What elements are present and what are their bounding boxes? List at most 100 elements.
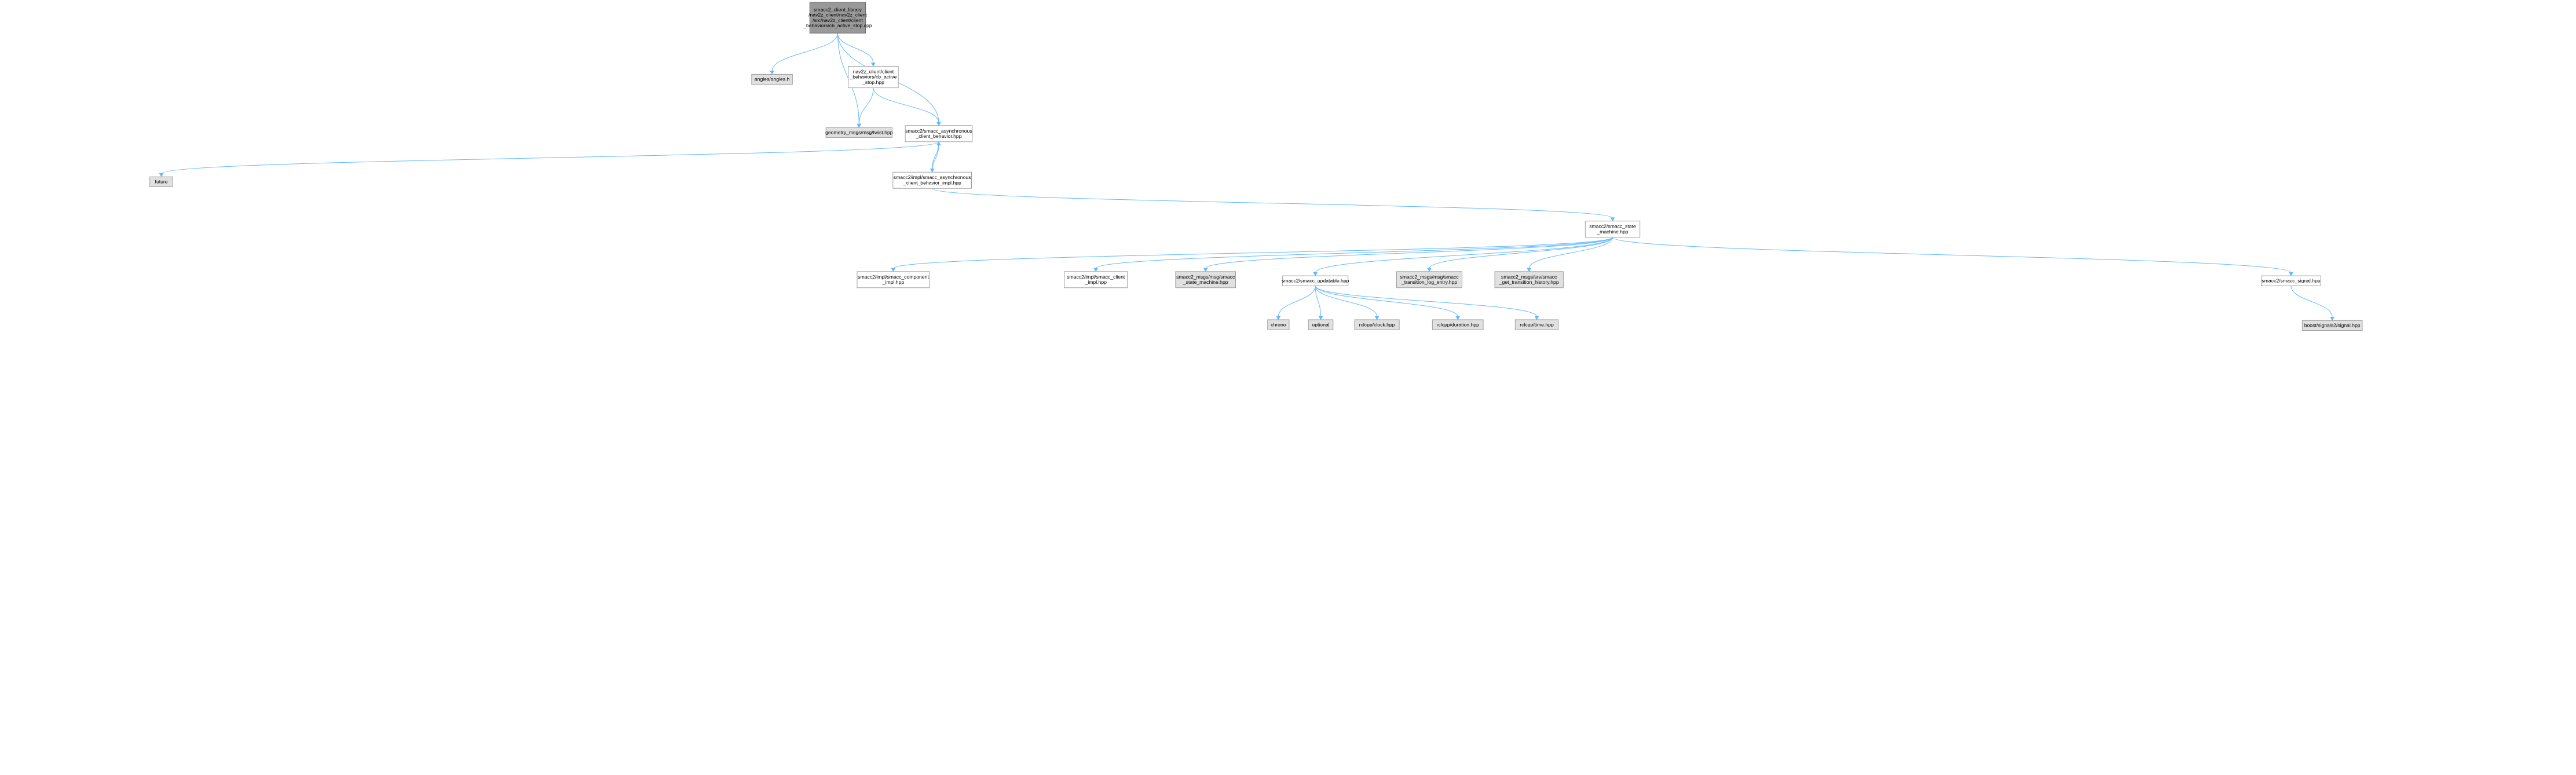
edge-arrowhead xyxy=(1534,316,1539,320)
graph-edge-statemachine-msgtranslog xyxy=(1427,237,1613,272)
graph-edge-updatable-rclduration xyxy=(1315,286,1461,320)
graph-node-boostsignal[interactable]: boost/signals2/signal.hpp xyxy=(2301,320,2363,331)
edge-arrowhead xyxy=(2330,316,2335,321)
edge-arrowhead xyxy=(871,63,876,67)
graph-edge-statemachine-signal xyxy=(1612,237,2293,276)
node-label-line: smacc2/smacc_updatable.hpp xyxy=(1282,277,1349,283)
node-box xyxy=(809,2,866,34)
edge-line xyxy=(2290,286,2333,317)
graph-edge-updatable-rclclock xyxy=(1315,286,1380,320)
graph-node-asyncimpl[interactable]: smacc2/impl/smacc_asynchronous_client_be… xyxy=(892,171,972,189)
node-box xyxy=(892,171,972,189)
graph-edge-statemachine-clientimpl xyxy=(1093,237,1613,272)
edge-arrowhead xyxy=(770,71,774,75)
graph-edge-cbactivestop-twist xyxy=(857,87,874,128)
graph-edge-root-cbactivestop xyxy=(837,33,876,67)
edge-arrowhead xyxy=(936,141,941,146)
node-label-line: _impl.hpp xyxy=(882,279,905,285)
node-label-line: angles/angles.h xyxy=(755,76,790,82)
graph-node-signal[interactable]: smacc2/smacc_signal.hpp xyxy=(2261,275,2321,286)
edge-line xyxy=(858,87,874,125)
edge-arrowhead xyxy=(1318,316,1323,320)
graph-node-twist[interactable]: geometry_msgs/msg/twist.hpp xyxy=(825,127,893,138)
graph-node-msgtranslog[interactable]: smacc2_msgs/msg/smacc_transition_log_ent… xyxy=(1396,271,1462,288)
node-label-line: smacc2/smacc_state xyxy=(1589,224,1636,229)
node-box xyxy=(751,74,793,85)
node-box xyxy=(1064,271,1128,288)
node-label-line: future xyxy=(155,179,168,185)
node-box xyxy=(2261,275,2321,286)
graph-edge-root-angles xyxy=(770,33,838,75)
graph-node-angles[interactable]: angles/angles.h xyxy=(751,74,793,85)
graph-node-clientimpl[interactable]: smacc2/impl/smacc_client_impl.hpp xyxy=(1064,271,1128,288)
edge-arrowhead xyxy=(891,268,896,272)
graph-node-updatable[interactable]: smacc2/smacc_updatable.hpp xyxy=(1282,275,1349,286)
edge-arrowhead xyxy=(1374,316,1380,320)
graph-node-optional[interactable]: optional xyxy=(1308,319,1334,330)
edge-layer xyxy=(159,33,2335,321)
graph-node-chrono[interactable]: chrono xyxy=(1267,319,1290,330)
node-label-line: smacc2/impl/smacc_component xyxy=(858,274,929,280)
edge-arrowhead xyxy=(1427,268,1432,272)
edge-line xyxy=(1612,237,2292,273)
node-box xyxy=(1354,319,1400,330)
edge-line xyxy=(1278,286,1316,317)
graph-node-rcltime[interactable]: rclcpp/time.hpp xyxy=(1514,319,1559,330)
node-box xyxy=(1585,221,1641,238)
node-box xyxy=(1396,271,1462,288)
node-box xyxy=(1267,319,1290,330)
edge-line xyxy=(1315,237,1613,273)
graph-edge-cbactivestop-async xyxy=(873,87,941,126)
graph-edge-statemachine-componentimpl xyxy=(891,237,1613,272)
graph-node-cbactivestop[interactable]: nav2z_client/client_behaviors/cb_active_… xyxy=(848,65,899,89)
edge-arrowhead xyxy=(857,123,862,128)
node-box xyxy=(1282,275,1349,286)
edge-arrowhead xyxy=(1093,268,1099,272)
node-label-line: _transition_log_entry.hpp xyxy=(1401,279,1457,285)
edge-line xyxy=(1315,286,1538,317)
edge-arrowhead xyxy=(2289,272,2293,276)
edge-line xyxy=(1095,237,1613,269)
node-label-line: smacc2/impl/smacc_asynchronous xyxy=(894,174,971,180)
node-label-line: /nav2z_client/nav2z_client xyxy=(808,12,867,18)
graph-node-componentimpl[interactable]: smacc2/impl/smacc_component_impl.hpp xyxy=(857,271,930,288)
node-box xyxy=(905,125,973,142)
edge-arrowhead xyxy=(1203,268,1208,272)
edge-line xyxy=(873,87,939,123)
node-box xyxy=(1514,319,1559,330)
node-box xyxy=(2301,320,2363,331)
graph-node-statemachine[interactable]: smacc2/smacc_state_machine.hpp xyxy=(1585,221,1641,238)
edge-line xyxy=(932,145,939,173)
edge-line xyxy=(1429,237,1613,269)
graph-node-async[interactable]: smacc2/smacc_asynchronous_client_behavio… xyxy=(905,125,973,142)
edge-line xyxy=(932,188,1613,218)
graph-edge-signal-boostsignal xyxy=(2290,286,2335,321)
edge-arrowhead xyxy=(1527,268,1532,272)
node-box xyxy=(149,176,173,187)
graph-edge-updatable-chrono xyxy=(1276,286,1316,320)
graph-node-root[interactable]: smacc2_client_library/nav2z_client/nav2z… xyxy=(803,2,872,34)
node-label-line: _client_behavior_impl.hpp xyxy=(903,180,961,186)
edge-arrowhead xyxy=(1455,316,1461,320)
edge-line xyxy=(837,33,874,64)
edge-arrowhead xyxy=(1276,316,1281,320)
graph-edge-updatable-optional xyxy=(1315,286,1323,320)
graph-node-rclclock[interactable]: rclcpp/clock.hpp xyxy=(1354,319,1400,330)
node-label-line: chrono xyxy=(1271,321,1286,327)
graph-node-rclduration[interactable]: rclcpp/duration.hpp xyxy=(1432,319,1484,330)
edge-line xyxy=(1205,237,1613,269)
edge-arrowhead xyxy=(1313,272,1318,276)
node-label-line: smacc2/impl/smacc_client xyxy=(1067,274,1125,280)
node-label-line: boost/signals2/signal.hpp xyxy=(2304,323,2361,328)
node-label-line: rclcpp/duration.hpp xyxy=(1437,321,1480,327)
node-label-line: geometry_msgs/msg/twist.hpp xyxy=(825,129,893,135)
node-box xyxy=(1494,271,1564,288)
edge-arrowhead xyxy=(1610,217,1615,222)
graph-node-future[interactable]: future xyxy=(149,176,173,187)
graph-edge-async-future xyxy=(159,141,939,177)
node-label-line: smacc2_msgs/msg/smacc xyxy=(1176,274,1235,280)
node-label-line: optional xyxy=(1312,321,1329,327)
graph-node-srvhist[interactable]: smacc2_msgs/srv/smacc_get_transition_his… xyxy=(1494,271,1564,288)
graph-node-msgsm[interactable]: smacc2_msgs/msg/smacc_state_machine.hpp xyxy=(1175,271,1236,288)
